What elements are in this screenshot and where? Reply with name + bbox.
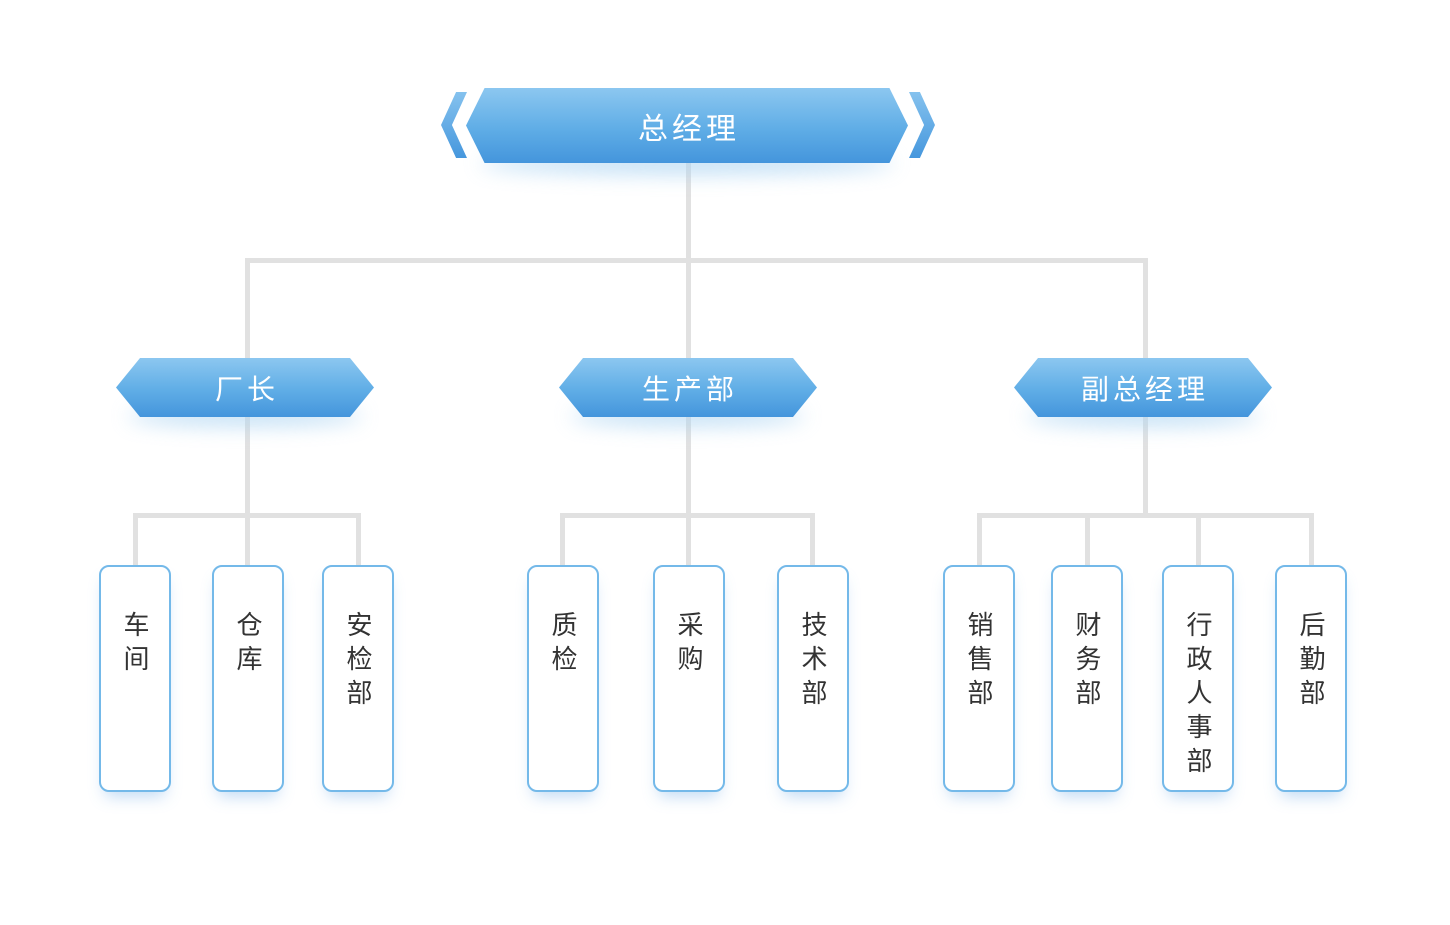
leaf-warehouse: 仓库 — [212, 565, 284, 792]
node-label: 总经理 — [638, 112, 740, 146]
leaf-label: 行政人事部 — [1183, 611, 1213, 781]
leaf-finance-dept: 财务部 — [1051, 565, 1123, 792]
connector-line — [245, 258, 250, 360]
connector-line — [1143, 415, 1148, 518]
leaf-admin-hr-dept: 行政人事部 — [1162, 565, 1234, 792]
leaf-workshop: 车间 — [99, 565, 171, 792]
node-production-dept: 生产部 — [559, 358, 817, 417]
node-general-manager: 总经理 — [441, 88, 935, 163]
leaf-label: 采购 — [674, 611, 704, 679]
node-label: 厂长 — [214, 373, 279, 405]
node-banner: 总经理 — [466, 88, 908, 163]
leaf-procurement: 采购 — [653, 565, 725, 792]
leaf-safety-inspection-dept: 安检部 — [322, 565, 394, 792]
leaf-logistics-dept: 后勤部 — [1275, 565, 1347, 792]
leaf-label: 财务部 — [1072, 611, 1102, 713]
leaf-label: 销售部 — [964, 611, 994, 713]
connector-line — [1085, 513, 1090, 567]
leaf-technical-dept: 技术部 — [777, 565, 849, 792]
leaf-label: 安检部 — [343, 611, 373, 713]
connector-line — [1143, 258, 1148, 360]
leaf-label: 技术部 — [798, 611, 828, 713]
node-factory-director: 厂长 — [116, 358, 374, 417]
connector-line — [560, 513, 565, 567]
leaf-sales-dept: 销售部 — [943, 565, 1015, 792]
node-deputy-general-manager: 副总经理 — [1014, 358, 1272, 417]
leaf-label: 仓库 — [233, 611, 263, 679]
node-banner: 厂长 — [116, 358, 374, 417]
connector-line — [245, 258, 1148, 263]
connector-line — [133, 513, 138, 567]
leaf-quality-inspection: 质检 — [527, 565, 599, 792]
chevron-right-icon — [909, 92, 935, 158]
node-label: 副总经理 — [1080, 373, 1209, 405]
connector-line — [686, 415, 691, 567]
connector-line — [1196, 513, 1201, 567]
connector-line — [1309, 513, 1314, 567]
chevron-left-icon — [441, 92, 467, 158]
connector-line — [356, 513, 361, 567]
connector-line — [245, 415, 250, 567]
leaf-label: 后勤部 — [1296, 611, 1326, 713]
connector-line — [810, 513, 815, 567]
connector-line — [977, 513, 1314, 518]
node-banner: 生产部 — [559, 358, 817, 417]
node-banner: 副总经理 — [1014, 358, 1272, 417]
connector-line — [977, 513, 982, 567]
connector-line — [133, 513, 361, 518]
node-label: 生产部 — [641, 373, 738, 405]
leaf-label: 质检 — [548, 611, 578, 679]
connector-line — [560, 513, 813, 518]
leaf-label: 车间 — [120, 611, 150, 679]
